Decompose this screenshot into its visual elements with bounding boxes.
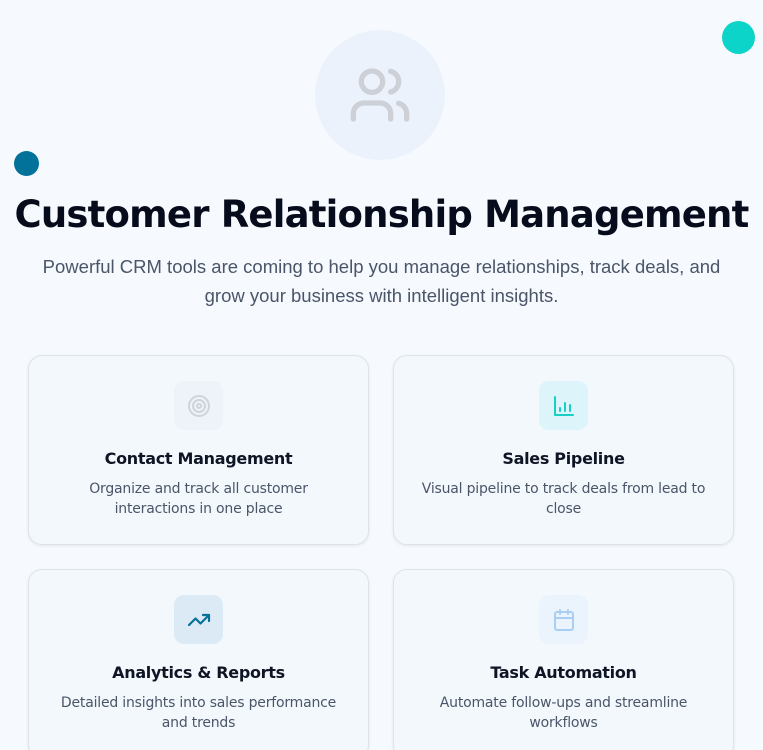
feature-title: Analytics & Reports [112, 663, 285, 682]
feature-title: Task Automation [490, 663, 637, 682]
feature-card-contact-management: Contact Management Organize and track al… [28, 355, 369, 545]
feature-description: Visual pipeline to track deals from lead… [421, 481, 706, 517]
page-subtitle: Powerful CRM tools are coming to help yo… [42, 256, 721, 306]
feature-card-sales-pipeline: Sales Pipeline Visual pipeline to track … [393, 355, 734, 545]
decorative-teal-dot [722, 21, 755, 54]
feature-description: Automate follow-ups and streamline workf… [439, 695, 688, 731]
feature-title: Contact Management [104, 449, 293, 468]
feature-icon-box [174, 595, 223, 644]
feature-card-task-automation: Task Automation Automate follow-ups and … [393, 569, 734, 750]
calendar-icon [553, 608, 574, 631]
feature-icon-box [539, 595, 588, 644]
feature-icon-box [174, 381, 223, 430]
feature-card-analytics-reports: Analytics & Reports Detailed insights in… [28, 569, 369, 750]
feature-title: Sales Pipeline [502, 449, 625, 468]
feature-icon-box [539, 381, 588, 430]
decorative-blue-dot [14, 151, 39, 176]
users-icon [350, 68, 410, 122]
page-title: Customer Relationship Management [14, 193, 750, 236]
bar-chart-icon [553, 395, 574, 416]
hero-icon-circle [315, 30, 445, 160]
trending-up-icon [187, 613, 210, 626]
feature-description: Detailed insights into sales performance… [60, 695, 337, 731]
target-icon [187, 394, 210, 417]
feature-description: Organize and track all customer interact… [89, 481, 308, 517]
